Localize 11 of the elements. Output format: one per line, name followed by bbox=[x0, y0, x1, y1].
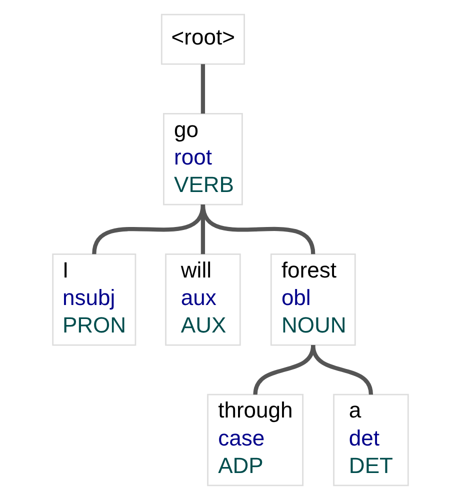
connector bbox=[311, 344, 374, 394]
node-box: forest obl NOUN bbox=[270, 252, 356, 346]
node-box: a det DET bbox=[333, 393, 409, 486]
connector bbox=[92, 204, 205, 254]
connector bbox=[200, 204, 316, 254]
node-box: will aux AUX bbox=[165, 252, 241, 346]
connector bbox=[200, 64, 206, 114]
node-box: I nsubj PRON bbox=[52, 252, 136, 346]
node-box: <root> bbox=[160, 13, 245, 64]
node-box: through case ADP bbox=[207, 393, 304, 486]
node-box: go root VERB bbox=[163, 112, 243, 205]
